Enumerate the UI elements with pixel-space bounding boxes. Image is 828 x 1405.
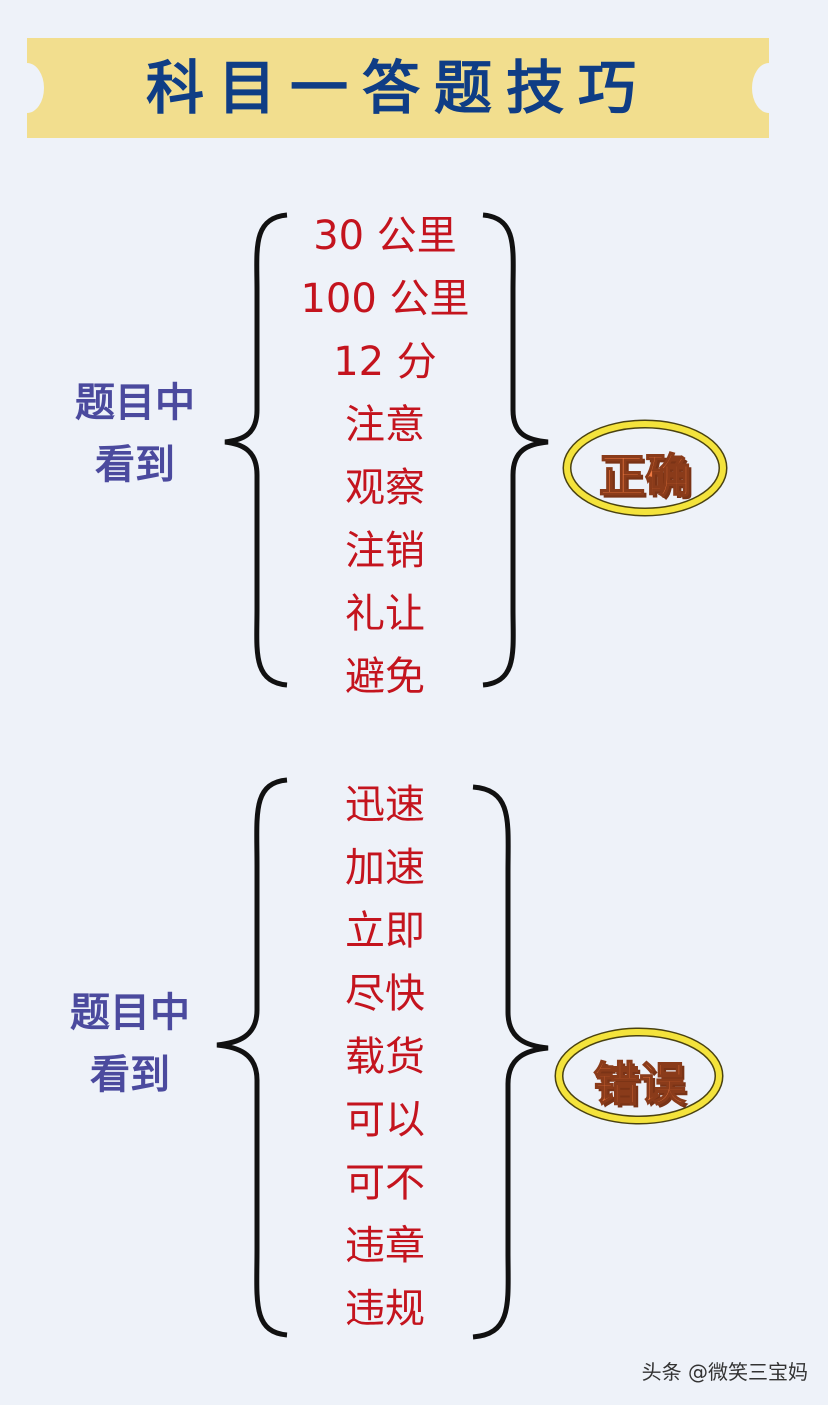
right-brace-icon: [482, 212, 549, 688]
ring-icon: [562, 419, 728, 517]
list-item: 30 公里: [313, 213, 457, 259]
section-1-items: 30 公里 100 公里 12 分 注意 观察 注销 礼让 避免: [270, 205, 500, 709]
list-item: 注销: [345, 528, 425, 574]
list-item: 观察: [345, 465, 425, 511]
list-item: 加速: [345, 845, 425, 891]
section-1-label: 题目中 看到: [55, 372, 215, 496]
list-item: 避免: [345, 654, 425, 700]
label-line-1: 题目中: [70, 990, 190, 1036]
left-brace-icon: [224, 212, 288, 688]
wrong-badge: 错误: [552, 1020, 727, 1130]
list-item: 尽快: [345, 971, 425, 1017]
list-item: 迅速: [345, 782, 425, 828]
list-item: 注意: [345, 402, 425, 448]
list-item: 违规: [345, 1286, 425, 1332]
list-item: 载货: [345, 1034, 425, 1080]
correct-badge: 正确: [560, 412, 730, 522]
page-title: 科目一答题技巧: [145, 54, 650, 122]
list-item: 可不: [345, 1160, 425, 1206]
banner-notch-right: [752, 63, 786, 113]
list-item: 100 公里: [300, 276, 470, 322]
title-banner: 科目一答题技巧: [10, 38, 786, 138]
ring-icon: [554, 1027, 724, 1125]
list-item: 12 分: [333, 339, 437, 385]
watermark: 头条 @微笑三宝妈: [641, 1360, 808, 1384]
label-line-2: 看到: [95, 442, 175, 488]
list-item: 违章: [345, 1223, 425, 1269]
label-line-2: 看到: [90, 1052, 170, 1098]
list-item: 立即: [345, 908, 425, 954]
label-line-1: 题目中: [75, 380, 195, 426]
list-item: 礼让: [345, 591, 425, 637]
section-2-items: 迅速 加速 立即 尽快 载货 可以 可不 违章 违规: [270, 774, 500, 1341]
list-item: 可以: [345, 1097, 425, 1143]
left-brace-icon: [216, 777, 288, 1338]
verdict-wrong: 错误: [593, 1056, 687, 1112]
section-2-label: 题目中 看到: [50, 982, 210, 1106]
right-brace-icon: [472, 784, 549, 1340]
banner-notch-left: [10, 63, 44, 113]
verdict-correct: 正确: [598, 448, 692, 504]
